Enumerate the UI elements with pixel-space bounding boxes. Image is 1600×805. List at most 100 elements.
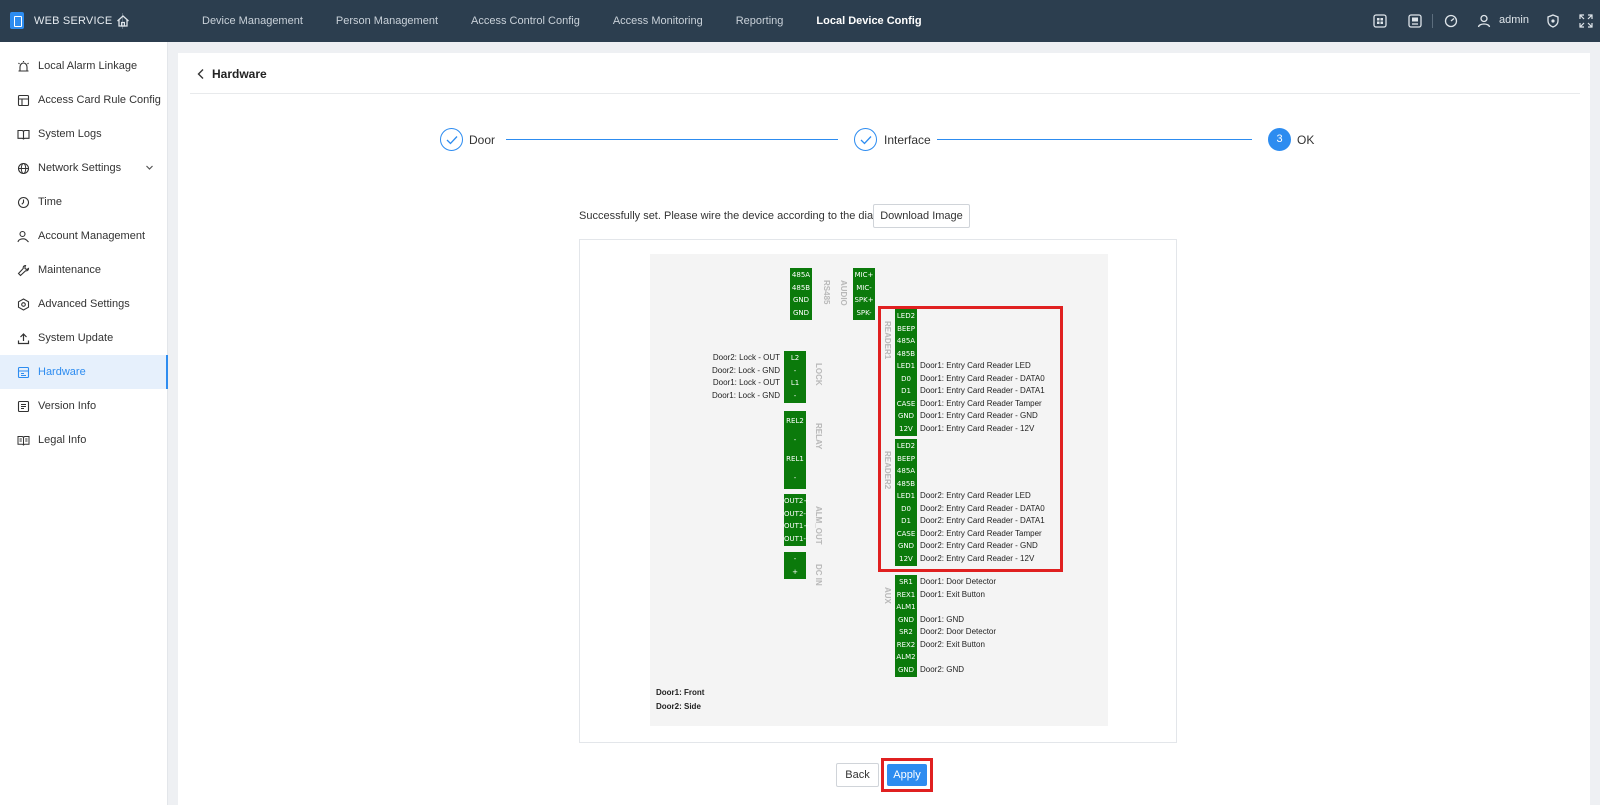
grid-icon[interactable]: [1372, 13, 1388, 29]
rs485-block-label: RS485: [822, 280, 831, 305]
wire-label: Door2: Entry Card Reader - DATA0: [920, 503, 1045, 513]
sidebar-item-hardware[interactable]: Hardware: [0, 355, 168, 389]
pin-label: CASE: [896, 399, 916, 408]
nav-device-management[interactable]: Device Management: [202, 15, 303, 27]
apply-button[interactable]: Apply: [887, 764, 927, 786]
pin-label: LED1: [896, 362, 916, 370]
pin-label: -: [793, 555, 797, 563]
sidebar-item-local-alarm-linkage[interactable]: Local Alarm Linkage: [0, 49, 168, 83]
sidebar-item-system-update[interactable]: System Update: [0, 321, 168, 355]
apply-highlight: Apply: [881, 758, 933, 792]
user-icon[interactable]: [1476, 13, 1492, 29]
brand: WEB SERVICE: [10, 12, 124, 29]
sidebar-item-legal-info[interactable]: Legal Info: [0, 423, 168, 457]
pin-label: OUT2+: [784, 497, 810, 505]
main-content: Hardware Door Interface 3 OK Successfull…: [178, 53, 1590, 805]
shield-icon[interactable]: [1545, 13, 1561, 29]
aux-terminal-block: [895, 575, 917, 677]
nav-person-management[interactable]: Person Management: [335, 15, 439, 27]
door-panel-icon[interactable]: [1407, 13, 1423, 29]
globe-icon: [17, 162, 30, 174]
reader1-terminal-block: [895, 309, 917, 436]
dc-in-terminal-block: [784, 552, 806, 579]
user-name[interactable]: admin: [1499, 14, 1529, 26]
dashboard-icon[interactable]: [1443, 13, 1459, 29]
relay-block-label: RELAY: [814, 423, 823, 450]
page-header: Hardware: [190, 53, 1580, 94]
pin-label: 485A: [791, 271, 811, 279]
fullscreen-icon[interactable]: [1578, 13, 1594, 29]
chevron-down-icon[interactable]: [145, 163, 154, 172]
pin-label: SR1: [899, 578, 913, 586]
step-connector: [506, 139, 838, 140]
book-icon: [17, 129, 30, 140]
pin-label: 485B: [896, 479, 916, 488]
sidebar-item-label: Network Settings: [38, 162, 122, 174]
home-icon[interactable]: [116, 14, 130, 28]
advanced-icon: [17, 297, 30, 311]
pin-label: GND: [792, 296, 810, 304]
sidebar-item-maintenance[interactable]: Maintenance: [0, 253, 168, 287]
nav-local-device-config[interactable]: Local Device Config: [816, 15, 922, 27]
pin-label: D1: [901, 387, 911, 395]
download-image-button[interactable]: Download Image: [873, 204, 970, 228]
pin-label: LED2: [896, 312, 916, 320]
sidebar-item-network-settings[interactable]: Network Settings: [0, 151, 168, 185]
sidebar-item-account-management[interactable]: Account Management: [0, 219, 168, 253]
sidebar-item-system-logs[interactable]: System Logs: [0, 117, 168, 151]
sidebar-item-version-info[interactable]: Version Info: [0, 389, 168, 423]
wrench-icon: [17, 264, 30, 276]
wire-label: Door1: Exit Button: [920, 589, 985, 599]
legal-icon: [17, 435, 30, 446]
pin-label: -: [793, 391, 797, 400]
pin-label: GND: [897, 615, 915, 624]
wire-label: Door2: Entry Card Reader LED: [920, 491, 1031, 500]
upload-icon: [17, 332, 30, 344]
sidebar-item-label: System Logs: [38, 128, 102, 140]
sidebar-item-advanced-settings[interactable]: Advanced Settings: [0, 287, 168, 321]
alm-out-block-label: ALM_OUT: [814, 506, 823, 545]
pin-label: 485A: [896, 467, 916, 475]
toolbar-divider: [1432, 14, 1433, 28]
lock-terminal-block: [784, 351, 806, 403]
pin-label: BEEP: [897, 324, 915, 333]
sidebar-item-label: Time: [38, 196, 63, 208]
sidebar-item-access-card-rule-config[interactable]: Access Card Rule Config: [0, 83, 168, 117]
sidebar: Local Alarm Linkage Access Card Rule Con…: [0, 42, 168, 805]
success-message: Successfully set. Please wire the device…: [579, 210, 902, 222]
nav-access-monitoring[interactable]: Access Monitoring: [612, 15, 703, 27]
wire-label: Door1: GND: [920, 614, 965, 624]
sidebar-item-label: Access Card Rule Config: [38, 94, 161, 106]
pin-label: OUT1-: [784, 534, 806, 543]
sidebar-item-time[interactable]: Time: [0, 185, 168, 219]
audio-block-label: AUDIO: [839, 280, 848, 306]
brand-divider: [122, 12, 124, 29]
pin-label: D0: [901, 374, 911, 383]
app-title: WEB SERVICE: [34, 14, 113, 27]
wire-label: Door1: Entry Card Reader - GND: [920, 411, 1038, 420]
pin-label: L1: [790, 379, 800, 387]
pin-label: MIC-: [856, 283, 872, 292]
step-label-interface: Interface: [884, 133, 931, 147]
relay-terminal-block: [784, 411, 806, 489]
pin-label: GND: [897, 412, 915, 420]
main-nav: Device Management Person Management Acce…: [202, 0, 955, 42]
pin-label: GND: [897, 665, 915, 674]
back-arrow-icon[interactable]: [196, 68, 206, 80]
pin-label: 485B: [896, 349, 916, 358]
wire-label: Door2: Entry Card Reader - GND: [920, 541, 1038, 550]
pin-label: 12V: [899, 424, 913, 433]
account-icon: [17, 230, 29, 242]
nav-access-control-config[interactable]: Access Control Config: [471, 15, 580, 27]
page-title: Hardware: [212, 67, 267, 81]
sidebar-item-label: Maintenance: [38, 264, 101, 276]
nav-reporting[interactable]: Reporting: [735, 15, 784, 27]
wire-label: Door2: Lock - GND: [711, 365, 780, 375]
pin-label: OUT1+: [784, 522, 810, 530]
back-button[interactable]: Back: [836, 763, 879, 787]
pin-label: -: [793, 366, 797, 375]
sidebar-item-label: Version Info: [38, 400, 97, 412]
aux-block-label: AUX: [883, 587, 892, 604]
step-interface-check-icon: [854, 128, 877, 151]
